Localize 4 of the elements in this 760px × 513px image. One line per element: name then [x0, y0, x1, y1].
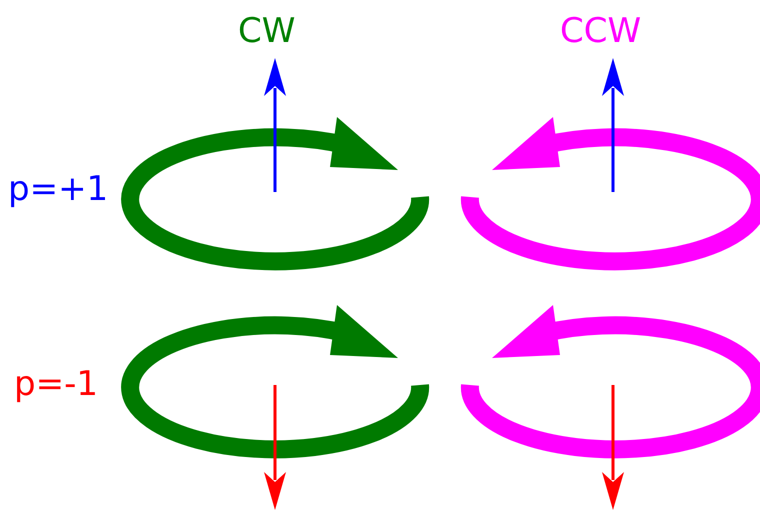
helicity-label: p=+1 — [8, 172, 108, 206]
rotation-label: CCW — [560, 14, 642, 48]
helicity-label: p=-1 — [14, 367, 98, 401]
rotation-label: CW — [238, 14, 296, 48]
